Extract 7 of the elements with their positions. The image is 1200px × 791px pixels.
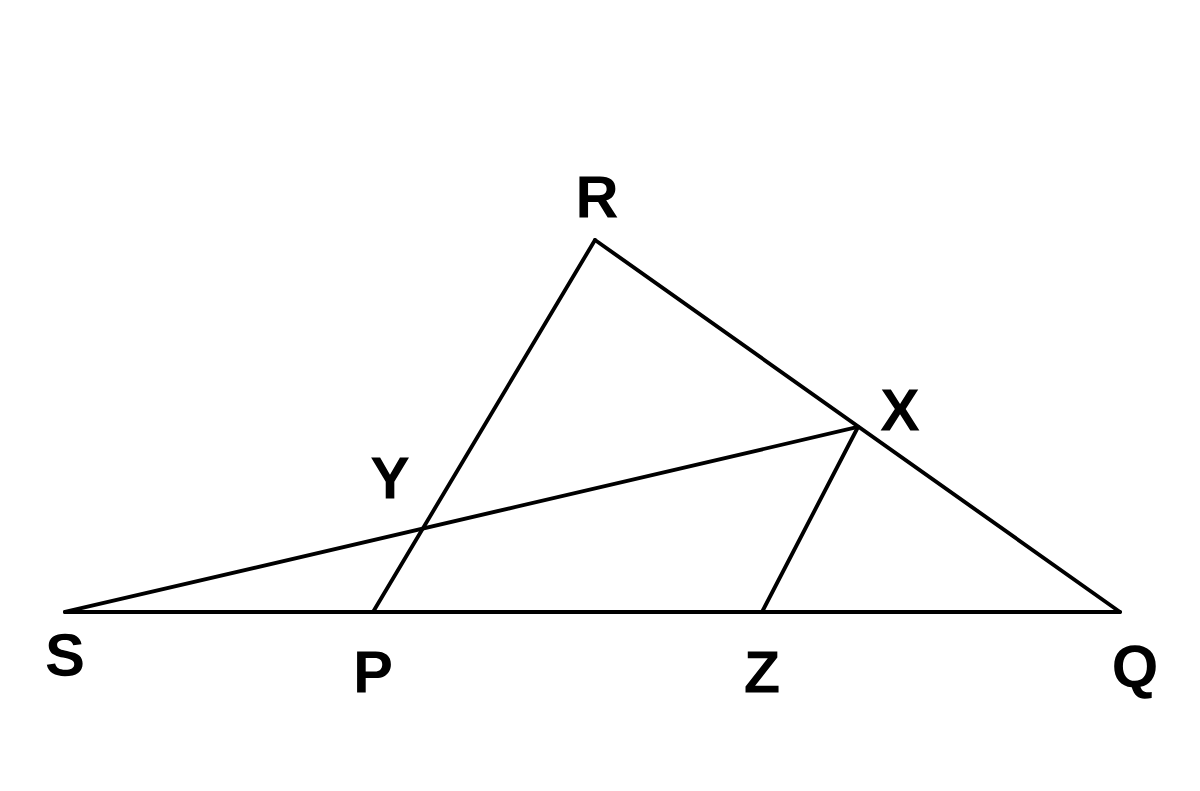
point-label: X (880, 389, 920, 431)
point-label: P (357, 651, 391, 693)
point-label: Y (371, 457, 409, 499)
point-label: Z (745, 651, 779, 693)
point-label: R (579, 176, 618, 218)
point-label: Q (1114, 645, 1156, 699)
point-label: S (46, 633, 83, 677)
